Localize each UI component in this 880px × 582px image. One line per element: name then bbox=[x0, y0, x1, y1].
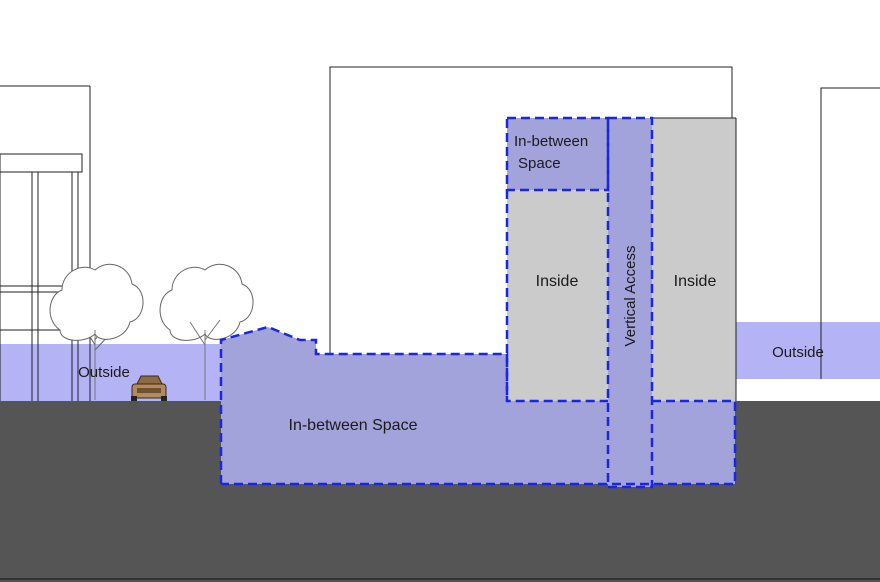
label-inbetween-top-line2: Space bbox=[518, 155, 561, 172]
label-inside-left: Inside bbox=[536, 273, 579, 290]
tree-icon bbox=[159, 263, 254, 400]
inside-zone-right bbox=[652, 118, 736, 401]
inside-zone-left bbox=[507, 190, 608, 401]
tree-icon bbox=[49, 263, 144, 400]
label-outside-left: Outside bbox=[78, 364, 130, 381]
zone-outlines bbox=[219, 116, 737, 489]
vertical-access-zone bbox=[608, 118, 652, 487]
central-building-outline bbox=[329, 66, 733, 354]
outside-zone-right bbox=[735, 322, 880, 379]
inbetween-zone-bottom bbox=[221, 327, 735, 484]
inbetween-zone-top bbox=[507, 118, 608, 190]
label-inside-right: Inside bbox=[674, 273, 717, 290]
label-inbetween-bottom: In-between Space bbox=[289, 417, 418, 434]
right-building-outline bbox=[820, 87, 880, 379]
label-outside-right: Outside bbox=[772, 344, 824, 361]
label-vertical-access: Vertical Access bbox=[622, 246, 639, 347]
car-icon bbox=[131, 375, 167, 401]
label-inbetween-top-line1: In-between bbox=[514, 133, 588, 150]
